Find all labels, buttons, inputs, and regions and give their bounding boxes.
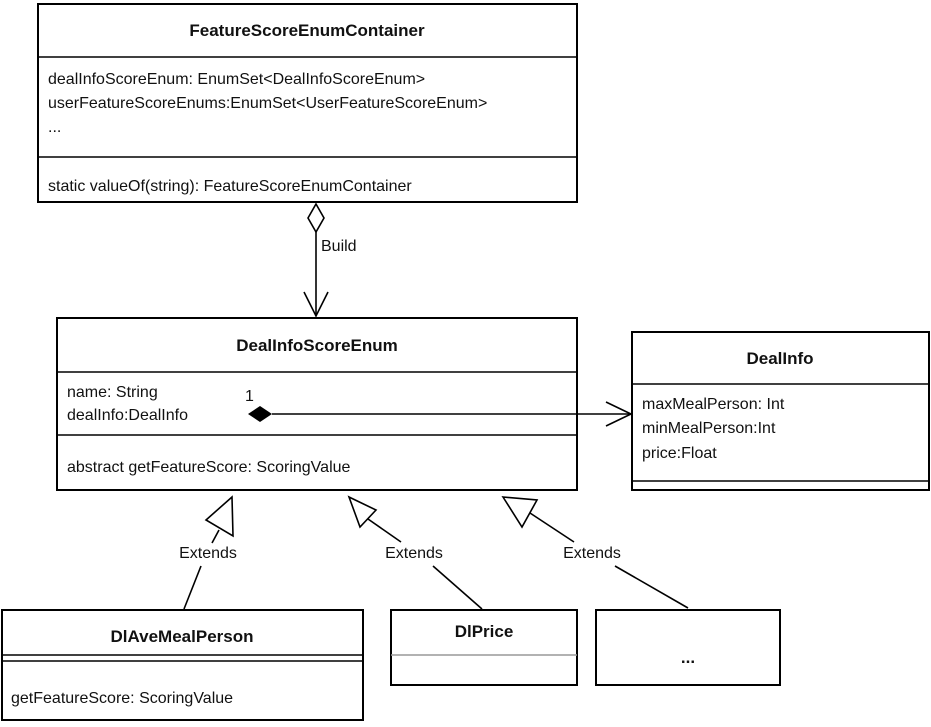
aggregation-diamond-icon [307, 202, 325, 234]
composition-deal-info: 1 [245, 388, 633, 427]
class-deal-info-score-enum: DealInfoScoreEnum name: String dealInfo:… [56, 317, 578, 491]
class-more: ... [595, 609, 781, 686]
attribute: userFeatureScoreEnums:EnumSet<UserFeatur… [48, 95, 487, 112]
class-feature-score-enum-container: FeatureScoreEnumContainer dealInfoScoreE… [37, 3, 578, 203]
extends-label: Extends [563, 545, 621, 562]
attribute: name: String [67, 384, 158, 401]
extends-line [614, 565, 689, 609]
class-name: DlPrice [455, 622, 514, 641]
class-name: FeatureScoreEnumContainer [189, 21, 425, 40]
class-box [37, 3, 578, 203]
method: getFeatureScore: ScoringValue [11, 690, 233, 707]
extends-dl-price: Extends [347, 495, 483, 610]
extends-label: Extends [179, 545, 237, 562]
class-box [56, 317, 578, 491]
extends-line [183, 565, 202, 610]
class-name: DealInfoScoreEnum [236, 336, 398, 355]
class-dl-ave-meal-person: DlAveMealPerson getFeatureScore: Scoring… [1, 609, 364, 721]
extends-line [529, 512, 575, 543]
composition-diamond-icon [248, 406, 272, 422]
attribute: dealInfo:DealInfo [67, 407, 188, 424]
class-box [390, 609, 578, 686]
build-label: Build [321, 238, 357, 255]
inheritance-triangle-icon [204, 495, 234, 538]
multiplicity-label: 1 [245, 388, 254, 405]
extends-more: Extends [501, 496, 689, 609]
class-deal-info: DealInfo maxMealPerson: Int minMealPerso… [631, 331, 930, 491]
inheritance-triangle-icon [501, 496, 539, 529]
attribute: dealInfoScoreEnum: EnumSet<DealInfoScore… [48, 71, 425, 88]
inheritance-triangle-icon [347, 495, 378, 529]
class-box [595, 609, 781, 686]
class-name: ... [681, 648, 695, 667]
class-dl-price: DlPrice [390, 609, 578, 686]
extends-dl-ave-meal-person: Extends [179, 495, 237, 610]
extends-label: Extends [385, 545, 443, 562]
class-name: DlAveMealPerson [111, 627, 254, 646]
build-aggregation: Build [303, 202, 357, 318]
extends-line [367, 518, 402, 543]
attribute: minMealPerson:Int [642, 420, 776, 437]
attribute: ... [48, 119, 61, 136]
class-box [631, 331, 930, 491]
attribute: maxMealPerson: Int [642, 396, 785, 413]
class-box [1, 609, 364, 721]
method: static valueOf(string): FeatureScoreEnum… [48, 178, 412, 195]
method: abstract getFeatureScore: ScoringValue [67, 459, 351, 476]
attribute: price:Float [642, 445, 717, 462]
extends-line [211, 529, 220, 544]
class-name: DealInfo [746, 349, 813, 368]
extends-line [432, 565, 483, 610]
arrowhead-icon [303, 291, 329, 318]
